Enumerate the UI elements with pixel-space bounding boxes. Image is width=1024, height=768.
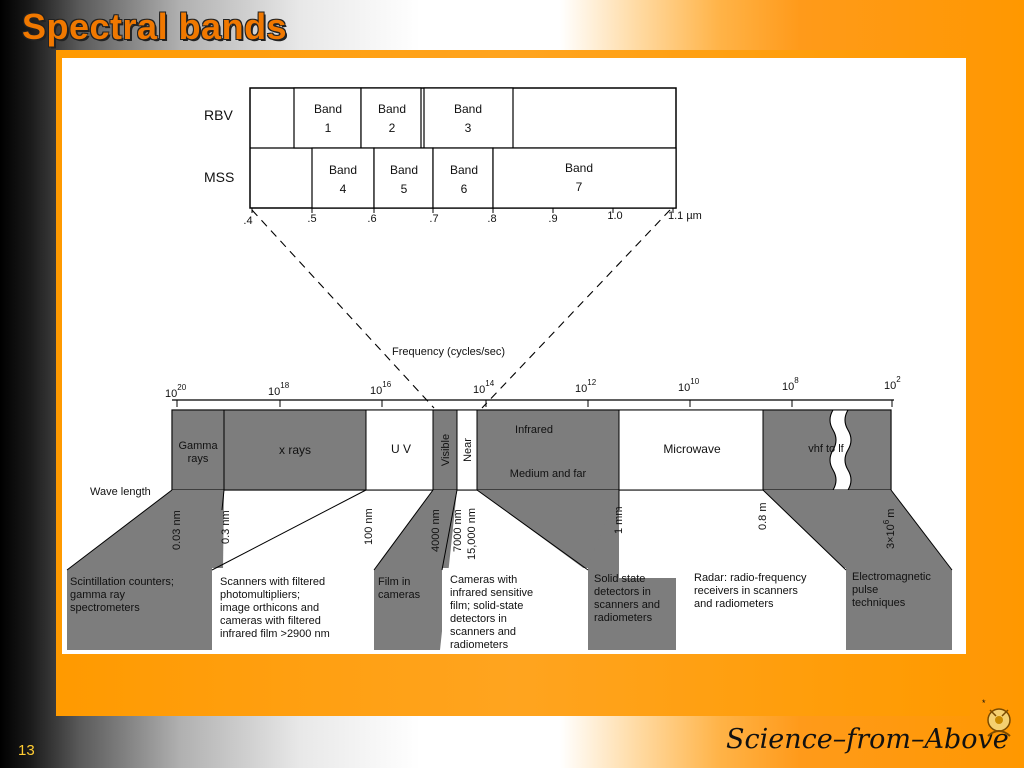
- wl-15000nm: 15,000 nm: [466, 508, 478, 560]
- micron-tick-0.5: .5: [307, 213, 316, 225]
- freq-tick-1e14: 1014: [473, 379, 495, 396]
- micron-tick-0.4: .4: [243, 215, 252, 227]
- frequency-tick-labels: 1020 1018 1016 1014 1012 1010 108 102: [165, 375, 901, 400]
- visible-label: Visible: [440, 434, 452, 466]
- mss-band-7-label: Band: [565, 161, 593, 175]
- medium-far-label: Medium and far: [510, 468, 587, 480]
- visible-region: [432, 409, 458, 491]
- wl-3e6m: 3×106m: [882, 509, 897, 549]
- microwave-region: [618, 409, 764, 491]
- vhf-region: [762, 409, 892, 491]
- svg-text:*: *: [982, 698, 986, 708]
- gamma-rays-label-l1: Gamma: [178, 440, 218, 452]
- science-from-above-logo: Science–from–Above *: [726, 698, 1016, 766]
- wl-0.3nm: 0.3 nm: [220, 510, 232, 544]
- mss-band-6-label: Band: [450, 163, 478, 177]
- pulse-wedge: [763, 490, 952, 650]
- uv-visible-wedge: [374, 490, 457, 650]
- rbv-band-2-number: 2: [389, 121, 396, 135]
- detector-thermal-ir: Solid state detectors in scanners and ra…: [594, 573, 663, 624]
- mss-band-4-number: 4: [340, 182, 347, 196]
- near-ir-label: Near: [462, 438, 474, 462]
- infrared-wedge: [477, 490, 619, 578]
- gamma-region: [171, 409, 225, 491]
- freq-tick-1e2: 102: [884, 375, 901, 392]
- rbv-band-1-label: Band: [314, 102, 342, 116]
- wl-0.03nm: 0.03 nm: [171, 510, 183, 550]
- detector-descriptions: Scintillation counters; gamma ray spectr…: [70, 571, 934, 651]
- mss-band-6-number: 6: [461, 182, 468, 196]
- solid-state-wedge: [586, 490, 676, 650]
- detector-radar: Radar: radio-frequency receivers in scan…: [694, 572, 810, 610]
- freq-tick-1e10: 1010: [678, 377, 700, 394]
- mss-band-5-number: 5: [401, 182, 408, 196]
- micron-scale-ticks: [251, 208, 674, 213]
- freq-tick-1e12: 1012: [575, 378, 597, 395]
- spectrum-bar: [171, 409, 892, 491]
- uv-region: [365, 409, 434, 491]
- micron-tick-1.1: 1.1 µm: [668, 210, 702, 222]
- mss-label: MSS: [204, 169, 234, 185]
- wavelength-marks: 0.03 nm 0.3 nm 100 nm 4000 nm 7000 nm 15…: [171, 502, 897, 560]
- rbv-band-3-label: Band: [454, 102, 482, 116]
- rbv-band-1-number: 1: [325, 121, 332, 135]
- rbv-label: RBV: [204, 107, 233, 123]
- micron-tick-1.0: 1.0: [607, 210, 622, 222]
- mss-band-7-number: 7: [576, 180, 583, 194]
- wedge-outlines: [66, 489, 953, 571]
- wl-0.8m: 0.8 m: [757, 502, 769, 530]
- rbv-band-2-label: Band: [378, 102, 406, 116]
- infrared-label: Infrared: [515, 424, 553, 436]
- freq-tick-1e18: 1018: [268, 381, 290, 398]
- spectral-bands-figure: RBV MSS Band 1 Band 2 Band 3 Band 4 Band…: [62, 58, 966, 654]
- micron-tick-0.8: .8: [487, 213, 496, 225]
- frequency-ticks: [176, 400, 893, 407]
- freq-tick-1e8: 108: [782, 376, 799, 393]
- wl-7000nm: 7000 nm: [452, 509, 464, 552]
- wl-1mm: 1 mm: [613, 507, 625, 535]
- xray-region: [223, 409, 367, 491]
- freq-tick-1e20: 1020: [165, 383, 187, 400]
- frequency-label: Frequency (cycles/sec): [392, 346, 505, 358]
- mss-band-5-label: Band: [390, 163, 418, 177]
- detector-visible: Film in cameras: [378, 576, 421, 601]
- uv-label: U V: [391, 442, 411, 456]
- micron-tick-0.9: .9: [548, 213, 557, 225]
- micron-tick-0.6: .6: [367, 213, 376, 225]
- micron-tick-0.7: .7: [429, 213, 438, 225]
- band-table: [249, 87, 677, 209]
- xrays-label: x rays: [279, 443, 311, 457]
- detector-xray-uv: Scanners with filtered photomultipliers;…: [220, 576, 330, 640]
- zoom-projection-lines: [251, 209, 671, 409]
- wave-length-label: Wave length: [90, 486, 151, 498]
- wl-4000nm: 4000 nm: [430, 509, 442, 552]
- detector-pulse: Electromagnetic pulse techniques: [852, 571, 934, 609]
- gamma-wedge: [67, 490, 224, 650]
- detector-gamma: Scintillation counters; gamma ray spectr…: [70, 576, 177, 614]
- satellite-emblem-icon: *: [982, 698, 1011, 737]
- wl-100nm: 100 nm: [363, 508, 375, 545]
- gamma-rays-label-l2: rays: [188, 453, 209, 465]
- slide-number: 13: [18, 742, 35, 759]
- logo-text: Science–from–Above: [726, 724, 1009, 755]
- rbv-band-3-number: 3: [465, 121, 472, 135]
- spectrum-diagram: RBV MSS Band 1 Band 2 Band 3 Band 4 Band…: [66, 87, 953, 654]
- detector-near-ir: Cameras with infrared sensitive film; so…: [450, 574, 536, 651]
- microwave-label: Microwave: [663, 442, 721, 456]
- vhf-lf-label: vhf to lf: [808, 443, 844, 455]
- freq-tick-1e16: 1016: [370, 380, 392, 397]
- slide-title: Spectral bands: [22, 6, 288, 47]
- mss-band-4-label: Band: [329, 163, 357, 177]
- detector-boxes: [212, 568, 846, 654]
